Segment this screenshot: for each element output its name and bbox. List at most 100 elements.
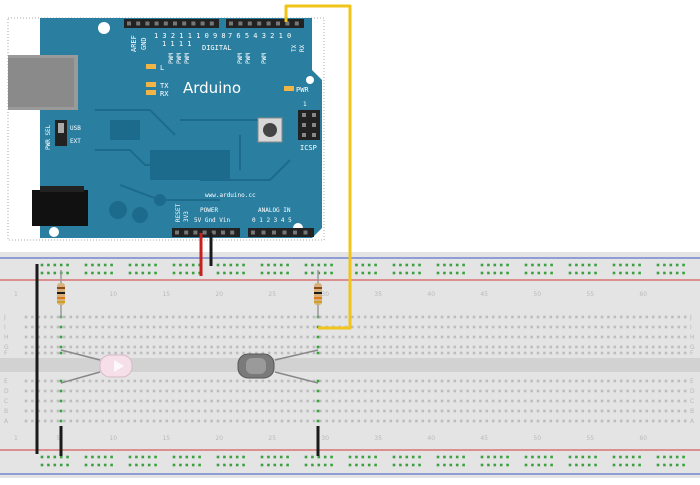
breadboard-hole — [103, 271, 107, 275]
breadboard-hole — [56, 325, 60, 329]
breadboard-hole — [675, 263, 679, 267]
breadboard-hole — [216, 263, 220, 267]
breadboard-hole — [317, 463, 321, 467]
breadboard-hole — [197, 351, 201, 355]
column-number-bottom: 25 — [268, 435, 276, 442]
breadboard-hole — [645, 419, 649, 423]
breadboard-hole — [459, 379, 463, 383]
breadboard-hole — [152, 389, 156, 393]
breadboard-hole — [536, 335, 540, 339]
breadboard-hole — [418, 455, 421, 459]
breadboard-hole — [229, 315, 233, 319]
breadboard-hole — [344, 315, 348, 319]
breadboard-hole — [114, 399, 117, 403]
breadboard-hole — [338, 419, 341, 423]
header-top-left-pins — [127, 21, 214, 26]
breadboard-hole — [658, 335, 661, 339]
breadboard-hole — [594, 271, 597, 275]
breadboard-hole — [279, 455, 283, 459]
usb-label: USB — [70, 125, 81, 132]
breadboard-hole — [344, 409, 348, 413]
breadboard-hole — [191, 379, 194, 383]
breadboard-hole — [408, 315, 412, 319]
breadboard-hole — [198, 455, 201, 459]
breadboard-hole — [24, 419, 28, 423]
breadboard-hole — [543, 315, 546, 319]
breadboard-hole — [325, 335, 329, 339]
tx-pin-label: TX — [291, 44, 298, 52]
breadboard-hole — [316, 351, 320, 355]
breadboard-hole — [171, 335, 175, 339]
arduino-logo: Arduino — [183, 79, 241, 97]
breadboard-hole — [607, 325, 610, 329]
breadboard-hole — [669, 455, 673, 459]
breadboard-hole — [645, 325, 649, 329]
breadboard-hole — [267, 345, 271, 349]
breadboard-hole — [389, 379, 393, 383]
breadboard-hole — [141, 463, 145, 467]
breadboard-hole — [114, 351, 117, 355]
row-letter-left: A — [4, 418, 9, 425]
breadboard-hole — [216, 315, 220, 319]
breadboard-hole — [235, 315, 239, 319]
breadboard-hole — [267, 409, 271, 413]
breadboard-hole — [141, 271, 145, 275]
breadboard-hole — [248, 345, 252, 349]
breadboard-hole — [447, 325, 450, 329]
breadboard-hole — [523, 389, 527, 393]
breadboard-hole — [146, 345, 149, 349]
breadboard-hole — [120, 419, 124, 423]
breadboard-hole — [671, 409, 674, 413]
breadboard-hole — [69, 315, 73, 319]
breadboard-hole — [287, 345, 290, 349]
analog-pins-label: 0 1 2 3 4 5 — [252, 217, 292, 224]
breadboard-hole — [50, 389, 53, 393]
breadboard-hole — [97, 271, 101, 275]
breadboard-hole — [517, 419, 521, 423]
breadboard-hole — [543, 335, 546, 339]
breadboard-hole — [185, 455, 189, 459]
breadboard-hole — [95, 325, 98, 329]
breadboard-hole — [191, 335, 194, 339]
breadboard-hole — [408, 379, 412, 383]
breadboard-hole — [319, 389, 322, 393]
breadboard-hole — [141, 455, 145, 459]
breadboard-hole — [491, 409, 495, 413]
breadboard-hole — [664, 315, 668, 319]
breadboard-hole — [421, 419, 425, 423]
breadboard-hole — [260, 463, 264, 467]
breadboard-hole — [56, 379, 60, 383]
breadboard-hole — [625, 455, 629, 459]
breadboard-hole — [159, 389, 162, 393]
breadboard-hole — [639, 419, 642, 423]
breadboard-hole — [658, 379, 661, 383]
breadboard-hole — [594, 379, 597, 383]
breadboard-hole — [139, 345, 143, 349]
breadboard-hole — [402, 409, 405, 413]
led-pwr — [284, 86, 294, 91]
breadboard-hole — [135, 263, 138, 267]
breadboard-hole — [331, 409, 335, 413]
breadboard-hole — [408, 345, 412, 349]
led-tx-label: TX — [160, 82, 169, 90]
breadboard-hole — [639, 379, 642, 383]
breadboard-hole — [84, 263, 88, 267]
breadboard-hole — [306, 315, 309, 319]
breadboard-hole — [389, 345, 393, 349]
column-number-bottom: 1 — [14, 435, 18, 442]
breadboard-hole — [43, 399, 47, 403]
breadboard-hole — [56, 399, 60, 403]
breadboard-hole — [421, 335, 425, 339]
breadboard-hole — [286, 263, 289, 267]
breadboard-hole — [223, 325, 226, 329]
breadboard-hole — [677, 335, 681, 339]
breadboard-hole — [66, 455, 69, 459]
breadboard-hole — [325, 379, 329, 383]
breadboard-hole — [69, 399, 73, 403]
breadboard-hole — [402, 379, 405, 383]
breadboard-hole — [82, 351, 85, 355]
breadboard-hole — [376, 379, 380, 383]
breadboard-hole — [472, 351, 476, 355]
breadboard-hole — [447, 409, 450, 413]
breadboard-hole — [440, 335, 444, 339]
